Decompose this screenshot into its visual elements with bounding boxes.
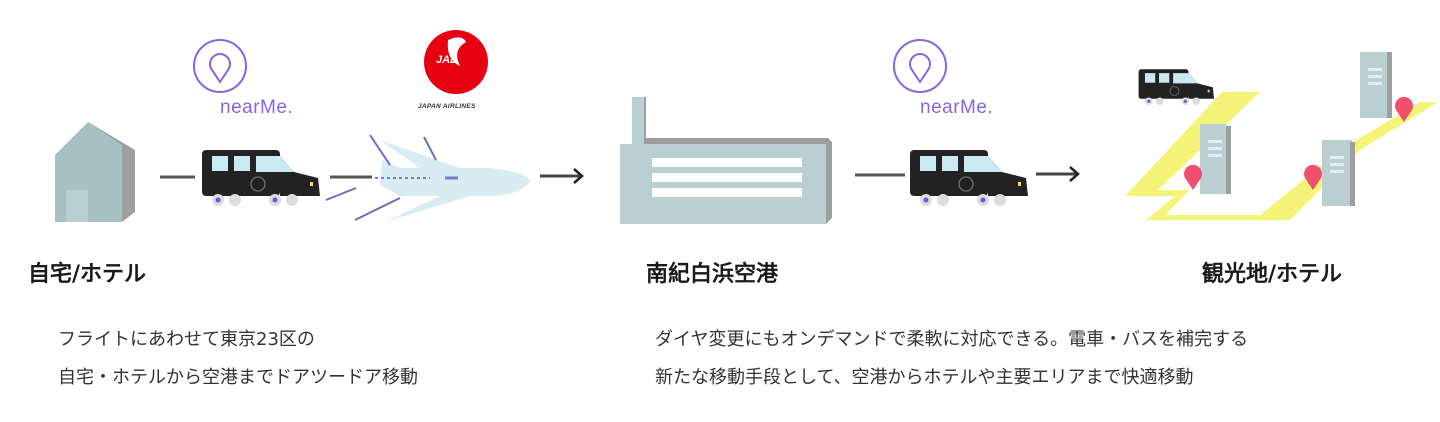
stage-label-destination: 観光地/ホテル — [1202, 262, 1343, 287]
nearme-logo-text: nearMe. — [920, 97, 994, 118]
building-icon — [1360, 52, 1392, 118]
map-pin-icon — [1394, 96, 1413, 122]
route-map-icon — [1125, 52, 1438, 220]
van-icon — [201, 149, 321, 207]
van-icon — [1138, 68, 1215, 106]
building-icon — [1200, 124, 1231, 194]
jal-logo-mark: JAL — [436, 54, 457, 66]
nearme-logo — [893, 39, 947, 93]
arrow-icon — [1036, 166, 1080, 182]
map-pin-icon — [1184, 164, 1202, 190]
airplane-icon — [325, 134, 530, 222]
nearme-logo — [193, 39, 247, 93]
description-left: フライトにあわせて東京23区の 自宅・ホテルから空港までドアツードア移動 — [58, 321, 418, 397]
airport-icon — [620, 97, 832, 224]
description-line: ダイヤ変更にもオンデマンドで柔軟に対応できる。電車・バスを補完する — [655, 329, 1249, 350]
flow-illustration — [55, 30, 1438, 224]
jal-logo-subtitle: JAPAN AIRLINES — [418, 103, 476, 110]
arrow-icon — [540, 168, 584, 184]
description-line: 新たな移動手段として、空港からホテルや主要エリアまで快適移動 — [655, 367, 1194, 388]
stage-label-home: 自宅/ホテル — [28, 262, 147, 287]
map-pin-icon — [1304, 164, 1322, 190]
description-line: 自宅・ホテルから空港までドアツードア移動 — [58, 367, 418, 388]
building-icon — [1322, 140, 1355, 206]
van-icon — [909, 149, 1029, 207]
house-icon — [55, 122, 135, 222]
description-line: フライトにあわせて東京23区の — [58, 329, 315, 350]
description-right: ダイヤ変更にもオンデマンドで柔軟に対応できる。電車・バスを補完する 新たな移動手… — [655, 321, 1248, 397]
jal-logo — [424, 30, 488, 94]
nearme-logo-text: nearMe. — [220, 97, 294, 118]
stage-label-airport: 南紀白浜空港 — [646, 262, 779, 287]
